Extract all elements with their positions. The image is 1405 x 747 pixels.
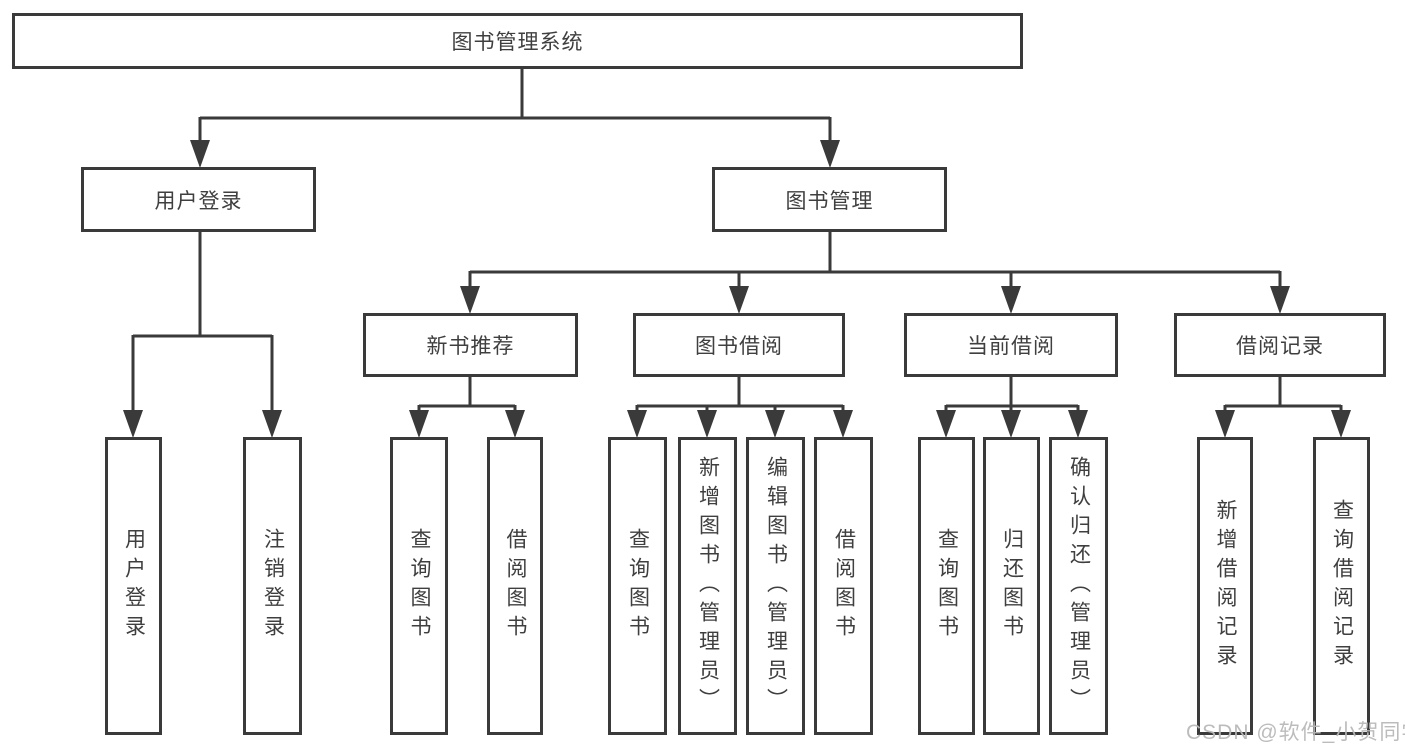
- node-label: 借阅图书: [832, 528, 856, 644]
- leaf-user-login: 用户登录: [105, 437, 162, 735]
- node-label: 归还图书: [1000, 528, 1024, 644]
- watermark-text: CSDN @软件_小贺同学: [1186, 721, 1405, 744]
- leaf-query-books-recommend: 查询图书: [390, 437, 448, 735]
- node-label: 新增借阅记录: [1214, 499, 1237, 673]
- node-label: 借阅记录: [1236, 335, 1324, 358]
- node-label: 编辑图书（管理员）: [764, 455, 788, 717]
- leaf-confirm-return-admin: 确认归还（管理员）: [1049, 437, 1108, 735]
- leaf-query-books-borrowing: 查询图书: [608, 437, 667, 735]
- node-label: 借阅图书: [504, 528, 527, 644]
- node-label: 用户登录: [154, 189, 243, 213]
- node-book-borrowing: 图书借阅: [633, 313, 845, 377]
- node-label: 确认归还（管理员）: [1067, 455, 1091, 717]
- node-label: 图书管理系统: [451, 31, 584, 54]
- node-book-management: 图书管理: [712, 167, 947, 232]
- node-borrowing-records: 借阅记录: [1174, 313, 1386, 377]
- node-label: 新增图书（管理员）: [696, 455, 720, 717]
- leaf-query-borrow-record: 查询借阅记录: [1313, 437, 1370, 735]
- leaf-borrow-books-borrowing: 借阅图书: [814, 437, 873, 735]
- node-label: 图书借阅: [695, 335, 783, 358]
- node-label: 注销登录: [261, 528, 285, 644]
- leaf-return-books: 归还图书: [983, 437, 1040, 735]
- leaf-add-borrow-record: 新增借阅记录: [1197, 437, 1253, 735]
- node-label: 当前借阅: [967, 335, 1055, 358]
- leaf-logout-login: 注销登录: [243, 437, 302, 735]
- node-library-management-system: 图书管理系统: [12, 13, 1023, 69]
- node-label: 新书推荐: [426, 335, 515, 358]
- node-new-book-recommendation: 新书推荐: [363, 313, 578, 377]
- leaf-query-books-current: 查询图书: [918, 437, 975, 735]
- node-user-login: 用户登录: [81, 167, 316, 232]
- node-label: 查询借阅记录: [1330, 499, 1354, 673]
- node-current-borrowing: 当前借阅: [904, 313, 1118, 377]
- node-label: 用户登录: [122, 528, 146, 644]
- node-label: 查询图书: [935, 528, 959, 644]
- leaf-add-books-admin: 新增图书（管理员）: [678, 437, 737, 735]
- leaf-borrow-books-recommend: 借阅图书: [487, 437, 543, 735]
- leaf-edit-books-admin: 编辑图书（管理员）: [746, 437, 805, 735]
- node-label: 图书管理: [785, 189, 874, 213]
- node-label: 查询图书: [408, 528, 431, 644]
- node-label: 查询图书: [626, 528, 650, 644]
